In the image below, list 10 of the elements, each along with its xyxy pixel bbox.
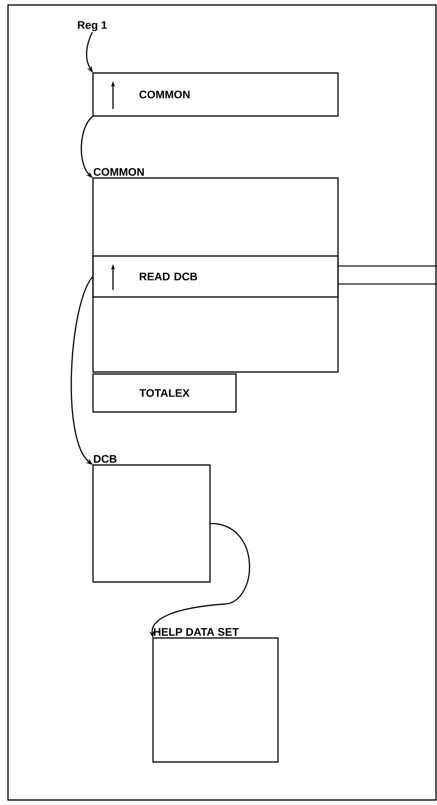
arrow <box>70 276 94 465</box>
storage-box: TOTALEX <box>92 373 237 413</box>
register-label: Reg 1 <box>78 21 107 32</box>
storage-row: READ DCB <box>92 255 339 298</box>
storage-box: DCB <box>92 455 211 583</box>
node-label: COMMON <box>94 168 144 176</box>
node-label: HELP DATA SET <box>154 628 239 636</box>
storage-box: COMMON <box>92 72 339 117</box>
node-label: DCB <box>94 455 117 463</box>
storage-box: HELP DATA SET <box>152 628 279 763</box>
